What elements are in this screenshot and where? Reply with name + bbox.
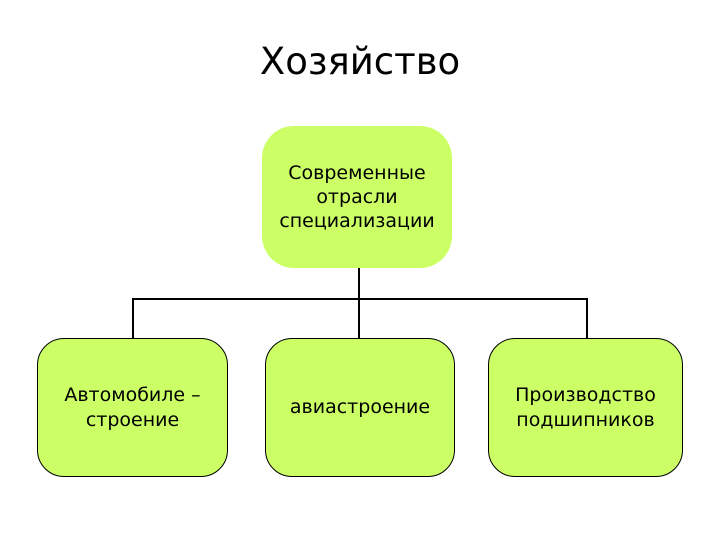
connector-to-right-node xyxy=(586,298,588,338)
diagram-node-root: Современные отрасли специализации xyxy=(262,126,452,268)
connector-horizontal xyxy=(132,298,588,300)
diagram-node-automobile: Автомобиле – строение xyxy=(37,338,228,477)
connector-to-left-node xyxy=(132,298,134,338)
connector-root-to-middle xyxy=(358,267,360,338)
diagram-node-bearings: Производство подшипников xyxy=(488,338,683,477)
slide-title: Хозяйство xyxy=(259,40,461,83)
diagram-node-aviation: авиастроение xyxy=(265,338,455,477)
